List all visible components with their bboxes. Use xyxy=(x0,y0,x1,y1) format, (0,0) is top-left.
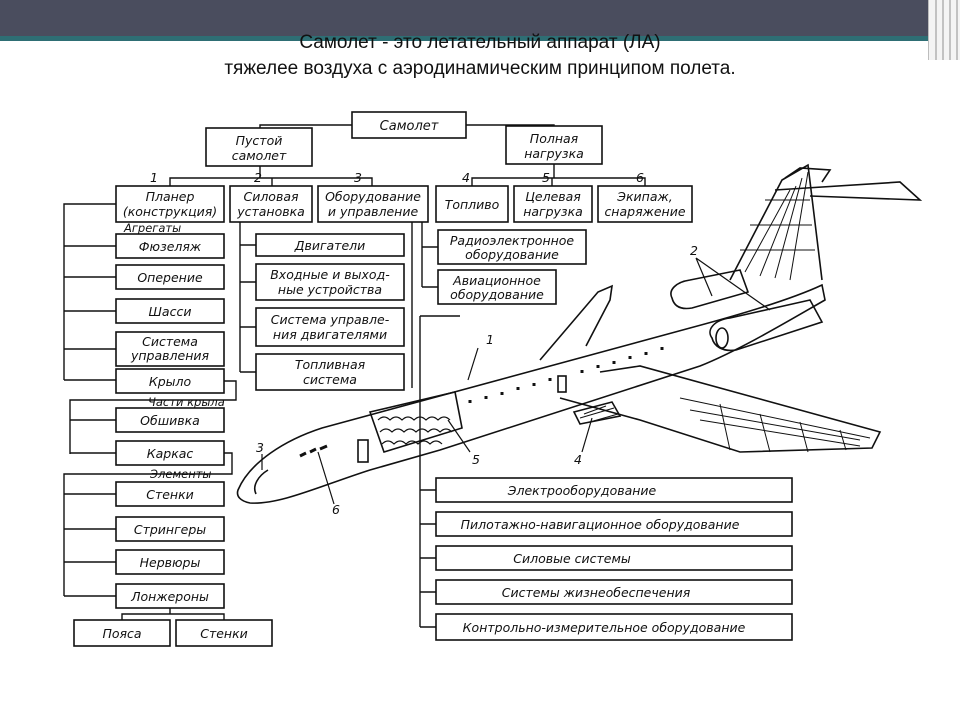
avionics-radio-2: оборудование xyxy=(465,247,559,262)
branch-number-2: 2 xyxy=(254,170,262,185)
hierarchy-connectors xyxy=(63,124,646,628)
wing-parts-group-label: Части крыла xyxy=(148,395,225,409)
branch-number-6: 6 xyxy=(636,170,644,185)
wing-part-skin: Обшивка xyxy=(140,413,200,428)
power-item-engine-control-2: ния двигателями xyxy=(273,327,387,342)
unit-control-system-2: управления xyxy=(130,348,210,363)
callout-6: 6 xyxy=(332,502,340,517)
power-item-fuel-system-2: система xyxy=(303,372,357,387)
element-stringers: Стрингеры xyxy=(134,522,206,537)
unit-control-system-1: Система xyxy=(142,334,198,349)
payload-label-1: Полная xyxy=(530,131,579,146)
engine-lower xyxy=(709,299,824,352)
landing-gear-hatch xyxy=(579,405,619,423)
empty-plane-label-1: Пустой xyxy=(236,133,283,148)
slide-corner-decoration xyxy=(928,0,960,60)
branch-number-3: 3 xyxy=(354,170,362,185)
horizontal-stabilizer xyxy=(774,181,923,201)
spar-part-walls: Стенки xyxy=(200,626,248,641)
callout-4: 4 xyxy=(574,452,582,467)
callout-5: 5 xyxy=(472,452,480,467)
power-item-engines: Двигатели xyxy=(294,238,366,253)
branch-number-4: 4 xyxy=(462,170,470,185)
slide-title-line-2: тяжелее воздуха с аэродинамическим принц… xyxy=(224,58,736,79)
tail-fin-structure xyxy=(740,171,815,281)
power-item-fuel-system-1: Топливная xyxy=(295,357,366,372)
branch-number-1: 1 xyxy=(150,170,158,185)
cockpit-windows xyxy=(299,444,328,458)
nose-cone xyxy=(253,469,269,495)
target-load-label-2: нагрузка xyxy=(523,204,583,219)
callout-lines xyxy=(261,257,771,505)
element-walls: Стенки xyxy=(146,487,194,502)
seats-hatching xyxy=(377,416,453,445)
avionics-aviation-2: оборудование xyxy=(450,287,544,302)
system-electrical: Электрооборудование xyxy=(507,483,657,498)
power-item-inlets-1: Входные и выход- xyxy=(270,267,390,282)
callout-3: 3 xyxy=(256,440,264,455)
airframe-label-2: (конструкция) xyxy=(123,204,217,219)
unit-wing: Крыло xyxy=(149,374,192,389)
horizontal-stabilizer-front xyxy=(784,167,832,183)
rear-door xyxy=(557,375,567,393)
branch-number-5: 5 xyxy=(542,170,550,185)
airframe-label-1: Планер xyxy=(146,189,195,204)
cabin-cutaway xyxy=(368,391,463,453)
units-group-label: Агрегаты xyxy=(123,221,181,235)
landing-gear-bay xyxy=(572,401,622,425)
avionics-aviation-1: Авиационное xyxy=(452,273,541,288)
fuselage-outline xyxy=(236,283,826,504)
wing-part-frame: Каркас xyxy=(147,446,194,461)
powerplant-label-2: установка xyxy=(236,204,305,219)
element-ribs: Нервюры xyxy=(140,555,201,570)
powerplant-label-1: Силовая xyxy=(243,189,299,204)
system-life-support: Системы жизнеобеспечения xyxy=(502,585,691,600)
element-spars: Лонжероны xyxy=(130,589,209,604)
engine-intake xyxy=(715,327,729,349)
tail-fin xyxy=(729,163,823,281)
unit-tail: Оперение xyxy=(137,270,203,285)
slide-title: Самолет - это летательный аппарат (ЛА) т… xyxy=(100,30,860,82)
front-door xyxy=(357,439,369,463)
elements-group-label: Элементы xyxy=(149,467,212,481)
payload-label-2: нагрузка xyxy=(524,146,584,161)
callout-2: 2 xyxy=(690,243,698,258)
power-item-engine-control-1: Система управле- xyxy=(271,312,390,327)
crew-label-2: снаряжение xyxy=(604,204,685,219)
power-item-inlets-2: ные устройства xyxy=(278,282,382,297)
system-power: Силовые системы xyxy=(513,551,631,566)
cabin-windows xyxy=(468,347,664,403)
unit-fuselage: Фюзеляж xyxy=(139,239,202,254)
system-navigation: Пилотажно-навигационное оборудование xyxy=(461,517,740,532)
crew-label-1: Экипаж, xyxy=(616,189,672,204)
callout-1: 1 xyxy=(486,332,494,347)
unit-landing-gear: Шасси xyxy=(149,304,192,319)
equipment-label-1: Оборудование xyxy=(325,189,421,204)
avionics-radio-1: Радиоэлектронное xyxy=(450,233,575,248)
equipment-label-2: и управление xyxy=(328,204,419,219)
near-wing-structure xyxy=(679,397,871,453)
slide-header-accent-line xyxy=(0,36,930,41)
near-wing xyxy=(559,365,882,453)
engine-upper xyxy=(670,269,750,310)
root-label: Самолет xyxy=(380,119,439,134)
fuel-label: Топливо xyxy=(445,197,500,212)
spar-part-flanges: Пояса xyxy=(102,626,141,641)
slide-title-line-1: Самолет - это летательный аппарат (ЛА) xyxy=(299,32,661,53)
target-load-label-1: Целевая xyxy=(525,189,581,204)
system-measurement: Контрольно-измерительное оборудование xyxy=(463,620,746,635)
far-wing xyxy=(539,284,613,361)
empty-plane-label-2: самолет xyxy=(232,148,287,163)
airplane-illustration xyxy=(236,163,923,505)
slide-header-bar xyxy=(0,0,960,38)
